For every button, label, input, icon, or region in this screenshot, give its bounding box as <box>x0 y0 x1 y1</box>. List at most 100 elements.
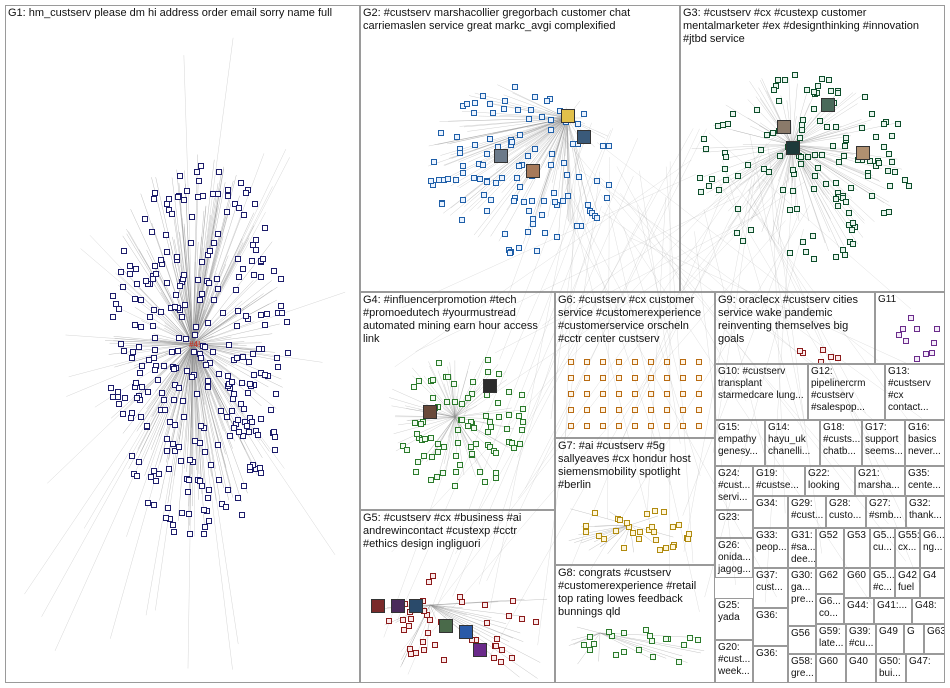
group-g30: G30: ga... pre... <box>788 568 816 626</box>
graph-node <box>656 546 663 553</box>
group-g3: G3: #custserv #cx #custexp customer ment… <box>680 5 945 292</box>
graph-node <box>412 469 419 476</box>
graph-node <box>548 127 555 134</box>
graph-node <box>573 222 580 229</box>
graph-node <box>824 123 831 130</box>
graph-node <box>620 630 627 637</box>
graph-node <box>454 133 461 140</box>
graph-node <box>412 420 419 427</box>
graph-node <box>680 407 686 413</box>
group-label: G25: yada <box>718 600 740 623</box>
graph-node <box>176 385 183 392</box>
graph-node <box>895 332 902 339</box>
avatar-node <box>371 599 385 613</box>
graph-node <box>253 247 260 254</box>
group-g42: G42 fuel <box>895 568 920 598</box>
node-grid <box>556 293 714 437</box>
graph-node <box>463 101 470 108</box>
graph-node <box>470 110 477 117</box>
group-g41: G41:... <box>874 598 912 624</box>
group-label: G55: cx... <box>898 530 920 553</box>
avatar-node <box>526 164 540 178</box>
group-g40: G40 <box>846 654 876 683</box>
graph-node <box>126 270 133 277</box>
graph-node <box>192 323 199 330</box>
graph-node <box>496 414 503 421</box>
graph-node <box>694 637 701 644</box>
group-g11: G11 <box>875 292 945 364</box>
graph-node <box>211 239 218 246</box>
graph-node <box>533 618 540 625</box>
graph-node <box>194 277 201 284</box>
graph-node <box>786 207 793 214</box>
graph-node <box>834 354 841 361</box>
graph-node <box>518 615 525 622</box>
graph-node <box>687 634 694 641</box>
graph-node <box>136 344 143 351</box>
graph-node <box>258 274 265 281</box>
graph-node <box>241 406 248 413</box>
group-g55: G56 <box>788 626 816 654</box>
graph-node <box>161 407 168 414</box>
graph-node <box>680 391 686 397</box>
graph-node <box>153 477 160 484</box>
graph-node <box>155 376 162 383</box>
graph-node <box>481 192 488 199</box>
graph-node <box>190 348 197 355</box>
graph-node <box>576 173 583 180</box>
graph-node <box>697 174 704 181</box>
graph-node <box>696 407 702 413</box>
group-g65: G <box>904 624 924 654</box>
graph-node <box>934 325 941 332</box>
graph-node <box>175 443 182 450</box>
graph-node <box>445 374 452 381</box>
graph-node <box>406 646 413 653</box>
avatar-node <box>439 619 453 633</box>
graph-node <box>151 467 158 474</box>
group-g39: G39: #cu... <box>846 624 876 654</box>
graph-node <box>164 200 171 207</box>
group-g49: G49 <box>876 624 904 654</box>
graph-node <box>613 527 620 534</box>
graph-node <box>488 424 495 431</box>
group-g23: G23: <box>715 510 753 538</box>
graph-node <box>568 359 574 365</box>
graph-node <box>420 452 427 459</box>
graph-node <box>284 350 291 357</box>
graph-node <box>550 190 557 197</box>
group-label: G62 <box>819 570 838 581</box>
graph-node <box>616 391 622 397</box>
graph-node <box>118 268 125 275</box>
graph-node <box>744 162 751 169</box>
graph-node <box>114 389 121 396</box>
group-label: G27: #smb... <box>869 498 902 521</box>
graph-node <box>136 458 143 465</box>
graph-node <box>216 370 223 377</box>
graph-node <box>518 391 525 398</box>
group-label: G41:... <box>877 600 908 611</box>
graph-node <box>593 214 600 221</box>
graph-node <box>216 477 223 484</box>
graph-node <box>171 366 178 373</box>
graph-node <box>241 211 248 218</box>
graph-node <box>676 658 683 665</box>
graph-node <box>168 349 175 356</box>
graph-node <box>238 511 245 518</box>
graph-node <box>116 400 123 407</box>
group-label: G19: #custse... <box>756 468 799 491</box>
graph-node <box>702 146 709 153</box>
graph-node <box>605 182 612 189</box>
group-label: G37: cust... <box>756 570 783 593</box>
group-g8: G8: congrats #custserv #customerexperien… <box>555 565 715 683</box>
graph-node <box>868 111 875 118</box>
graph-node <box>208 462 215 469</box>
graph-node <box>137 414 144 421</box>
graph-node <box>130 348 137 355</box>
group-label: G6... ng... <box>923 530 945 553</box>
graph-node <box>110 293 117 300</box>
graph-node <box>635 646 642 653</box>
graph-node <box>881 121 888 128</box>
graph-node <box>595 533 602 540</box>
graph-node <box>568 375 574 381</box>
graph-node <box>219 309 226 316</box>
